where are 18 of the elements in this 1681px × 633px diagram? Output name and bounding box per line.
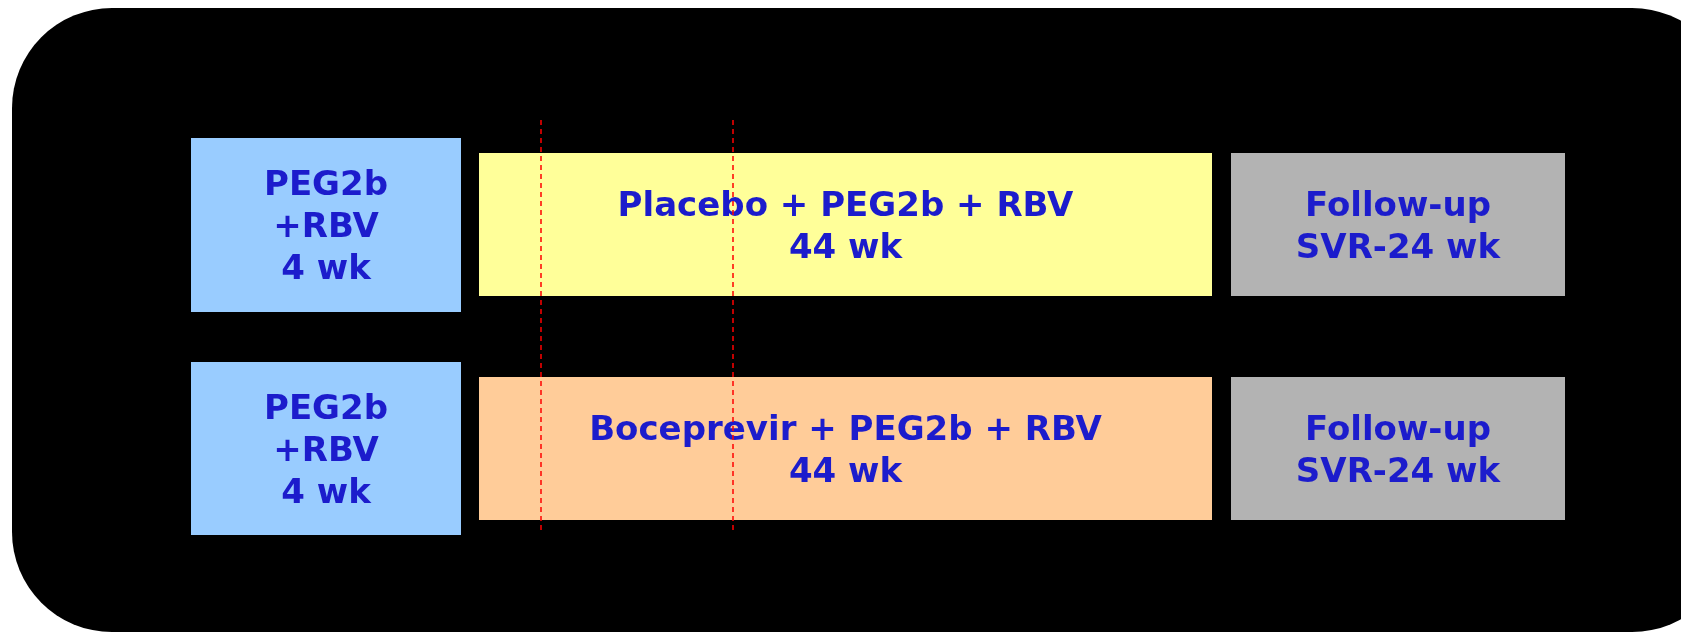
duration-label: 4 wk (281, 469, 371, 512)
duration-label: 44 wk (788, 448, 903, 491)
box-label: Boceprevir + PEG2b + RBV (589, 406, 1102, 449)
box-label: Placebo + PEG2b + RBV (617, 182, 1074, 225)
phase-box (191, 362, 461, 535)
phase-box (191, 138, 461, 312)
duration-label: 4 wk (281, 246, 371, 288)
box-label: Follow-up (1305, 182, 1491, 225)
box-label: PEG2b +RBV (262, 162, 389, 246)
box-label: PEG2b +RBV (262, 385, 389, 470)
duration-label: SVR-24 wk (1295, 224, 1501, 267)
follow-up-box (1231, 153, 1565, 296)
treatment-box (479, 153, 1212, 296)
duration-label: SVR-24 wk (1295, 448, 1501, 491)
box-label: Follow-up (1305, 406, 1491, 449)
duration-label: 44 wk (788, 224, 903, 267)
follow-up-box (1231, 377, 1565, 520)
treatment-box (479, 377, 1212, 520)
